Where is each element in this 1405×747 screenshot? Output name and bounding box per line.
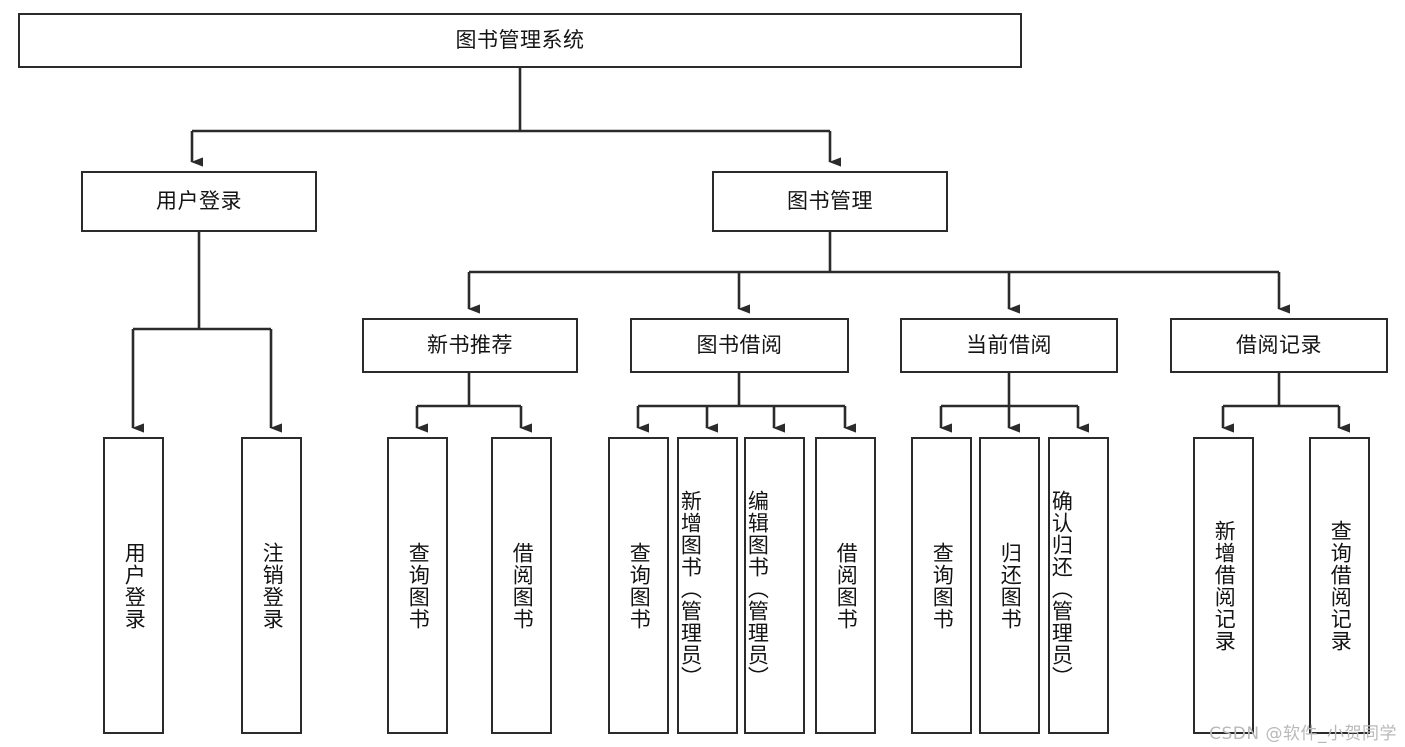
node-leaf-query-book-1-label: 查询图书 <box>406 541 431 630</box>
node-leaf-query-book-3-label: 查询图书 <box>930 541 955 630</box>
watermark-text: CSDN @软件_小贺同学 <box>1209 724 1397 744</box>
node-borrow-record[interactable]: 借阅记录 <box>1170 318 1388 373</box>
node-leaf-add-book[interactable]: 新增图书（管理员） <box>677 437 738 734</box>
node-leaf-borrow-book-2-label: 借阅图书 <box>834 541 859 630</box>
node-current-borrow-label: 当前借阅 <box>966 333 1052 358</box>
node-leaf-add-book-label: 新增图书（管理员） <box>678 489 703 688</box>
node-leaf-query-book-2-label: 查询图书 <box>627 541 652 630</box>
node-leaf-user-login[interactable]: 用户登录 <box>103 437 164 734</box>
node-leaf-query-book-3[interactable]: 查询图书 <box>911 437 972 734</box>
node-leaf-query-book-2[interactable]: 查询图书 <box>608 437 669 734</box>
node-leaf-confirm-return-label: 确认归还（管理员） <box>1049 489 1074 688</box>
node-leaf-logout-login-label: 注销登录 <box>260 541 285 630</box>
node-root[interactable]: 图书管理系统 <box>18 13 1022 68</box>
node-book-borrow-label: 图书借阅 <box>696 333 783 358</box>
node-leaf-edit-book[interactable]: 编辑图书（管理员） <box>744 437 805 734</box>
node-leaf-borrow-book-1[interactable]: 借阅图书 <box>491 437 552 734</box>
node-leaf-query-record[interactable]: 查询借阅记录 <box>1309 437 1370 734</box>
node-user-login[interactable]: 用户登录 <box>81 171 317 232</box>
node-leaf-edit-book-label: 编辑图书（管理员） <box>745 489 770 688</box>
node-book-management[interactable]: 图书管理 <box>712 171 948 232</box>
node-leaf-query-record-label: 查询借阅记录 <box>1328 519 1353 652</box>
node-book-borrow[interactable]: 图书借阅 <box>630 318 849 373</box>
node-leaf-return-book-label: 归还图书 <box>998 541 1023 630</box>
node-new-book-recommend-label: 新书推荐 <box>427 333 513 358</box>
node-leaf-confirm-return[interactable]: 确认归还（管理员） <box>1048 437 1109 734</box>
node-leaf-logout-login[interactable]: 注销登录 <box>241 437 302 734</box>
node-leaf-borrow-book-2[interactable]: 借阅图书 <box>815 437 876 734</box>
node-leaf-borrow-book-1-label: 借阅图书 <box>510 541 535 630</box>
node-leaf-return-book[interactable]: 归还图书 <box>979 437 1040 734</box>
node-root-label: 图书管理系统 <box>455 28 585 53</box>
node-leaf-query-book-1[interactable]: 查询图书 <box>387 437 448 734</box>
node-current-borrow[interactable]: 当前借阅 <box>900 318 1118 373</box>
node-leaf-add-record-label: 新增借阅记录 <box>1212 519 1237 652</box>
node-leaf-add-record[interactable]: 新增借阅记录 <box>1193 437 1254 734</box>
node-book-management-label: 图书管理 <box>787 189 873 214</box>
node-user-login-label: 用户登录 <box>156 189 242 214</box>
node-new-book-recommend[interactable]: 新书推荐 <box>362 318 578 373</box>
node-leaf-user-login-label: 用户登录 <box>122 541 147 630</box>
node-borrow-record-label: 借阅记录 <box>1236 333 1322 358</box>
